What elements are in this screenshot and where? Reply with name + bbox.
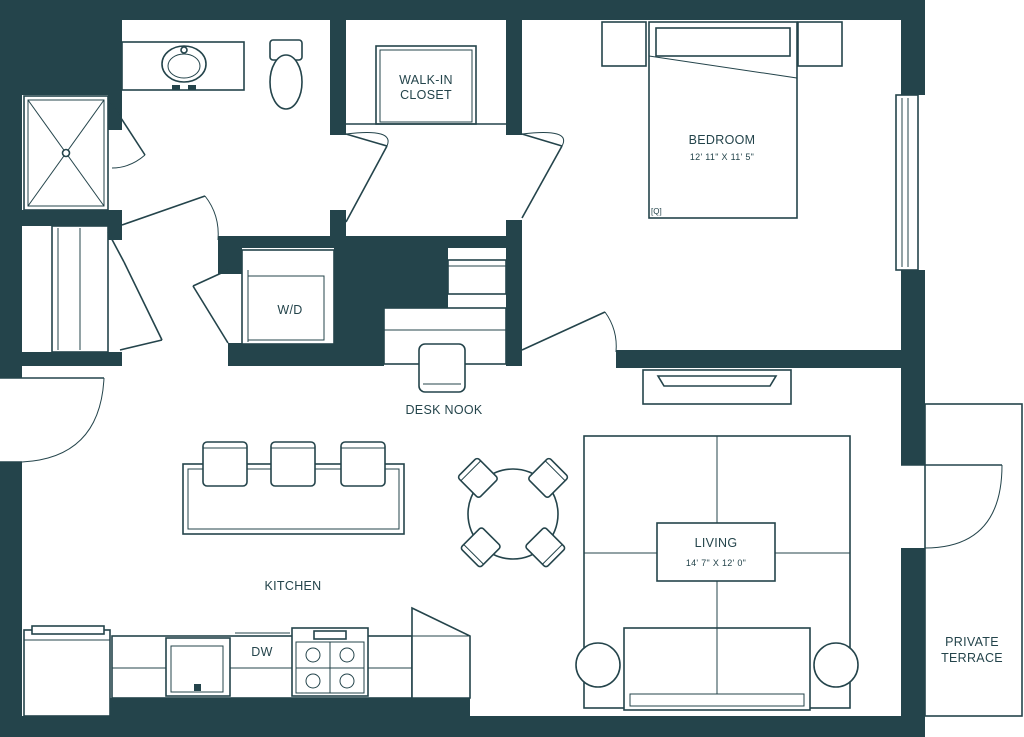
wall-left-upper <box>0 0 22 378</box>
wall-wd-left-top <box>218 236 242 274</box>
wd-label: W/D <box>277 303 302 317</box>
bathroom <box>23 39 389 241</box>
linen-closet <box>51 225 163 353</box>
bed-size-marker: [Q] <box>651 207 662 216</box>
wall-nook-top <box>384 248 448 308</box>
stove-icon <box>291 627 369 697</box>
dishwasher-label: DW <box>251 645 272 659</box>
living-dims: 14' 7" X 12' 0" <box>686 558 746 568</box>
wall-kitchen-bottom <box>110 698 470 716</box>
nightstand-right <box>797 21 843 67</box>
living-label: LIVING <box>695 536 738 550</box>
dining-chair-top-right <box>528 457 569 498</box>
bedroom: BEDROOM 12' 11" X 11' 5" [Q] <box>521 21 919 353</box>
terrace-label-2: TERRACE <box>941 651 1003 665</box>
wall-bottom <box>0 716 925 737</box>
sink-icon <box>161 45 207 83</box>
tv-icon <box>656 375 778 387</box>
stool-2 <box>270 441 316 487</box>
walk-in-closet: WALK-IN CLOSET <box>346 45 565 295</box>
washer-dryer: W/D <box>192 249 335 345</box>
dining-chair-bottom-right <box>525 527 566 568</box>
bedroom-label: BEDROOM <box>689 133 756 147</box>
wall-bath-bottom <box>22 210 122 226</box>
wall-left-lower <box>0 462 22 737</box>
desk-nook: DESK NOOK <box>383 307 507 417</box>
wall-bedroom-left <box>506 220 522 366</box>
walk-in-closet-label-2: CLOSET <box>400 88 452 102</box>
wall-bath-post <box>108 210 122 240</box>
wall-bath-topleft <box>22 20 122 95</box>
wall-right-bottom <box>901 548 925 737</box>
stool-3 <box>340 441 386 487</box>
fridge-handle <box>31 625 105 635</box>
desk-nook-label: DESK NOOK <box>405 403 482 417</box>
kitchen-label: KITCHEN <box>265 579 322 593</box>
side-table-left <box>575 642 621 688</box>
terrace-area <box>924 403 1023 717</box>
coffee-table <box>656 522 776 582</box>
pillow <box>655 27 791 57</box>
wall-right-mid <box>901 270 925 465</box>
wall-wd-bottom <box>228 343 338 366</box>
counter-end <box>411 606 471 699</box>
sofa <box>623 627 811 711</box>
living: LIVING 14' 7" X 12' 0" <box>575 369 859 711</box>
private-terrace: PRIVATE TERRACE <box>901 403 1023 717</box>
wall-top <box>0 0 925 20</box>
wall-closet-bottom <box>22 352 122 366</box>
wall-bath-right <box>330 20 346 135</box>
bedroom-dims: 12' 11" X 11' 5" <box>690 152 754 162</box>
terrace-label-1: PRIVATE <box>945 635 999 649</box>
stool-1 <box>202 441 248 487</box>
side-table-right <box>813 642 859 688</box>
kitchen: KITCHEN DW <box>23 441 471 717</box>
walk-in-closet-label-1: WALK-IN <box>399 73 453 87</box>
refrigerator <box>23 629 111 717</box>
faucet-icon <box>194 684 201 691</box>
nightstand-left <box>601 21 647 67</box>
shower-drain-icon <box>61 148 71 158</box>
walls <box>0 0 925 737</box>
wall-wd-right <box>334 248 384 366</box>
toilet-icon <box>269 54 303 110</box>
desk-chair <box>418 343 466 393</box>
wall-closet-right <box>506 20 522 135</box>
dining-chair-top-left <box>457 457 498 498</box>
window-bedroom <box>895 94 919 271</box>
tv-console <box>642 369 792 405</box>
wall-right-top <box>901 0 925 95</box>
wall-bath-right-low <box>330 210 346 248</box>
entry-door <box>0 377 105 463</box>
wall-mid-horizontal <box>218 236 508 248</box>
dining-chair-bottom-left <box>460 527 501 568</box>
wall-bedroom-bottom <box>616 350 902 368</box>
dining-set <box>457 457 569 568</box>
